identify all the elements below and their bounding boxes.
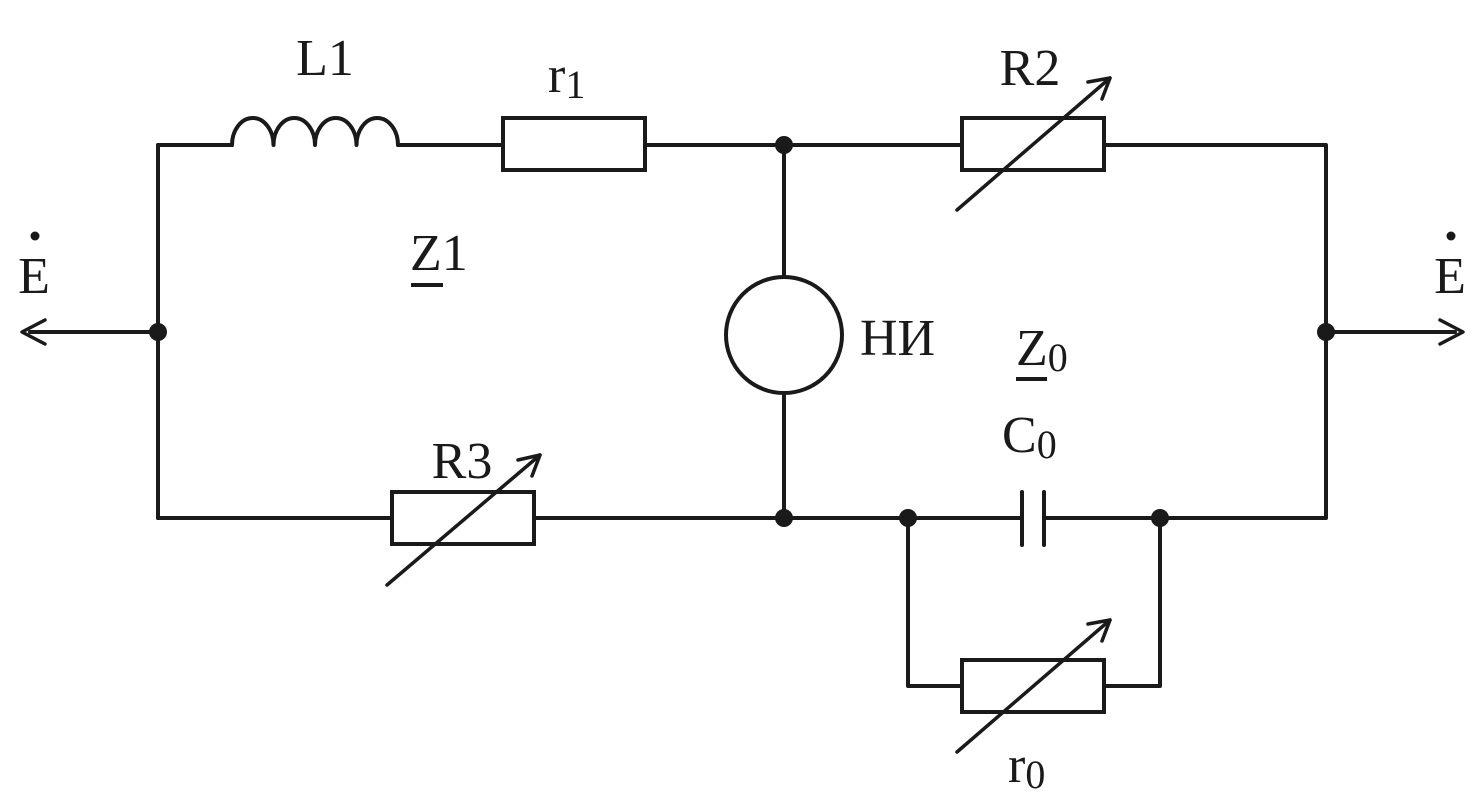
label-C0: C0: [1002, 407, 1057, 467]
label-R2: R2: [1000, 40, 1061, 97]
label-R3: R3: [432, 433, 493, 490]
label-E-right: E: [1434, 248, 1466, 305]
wires: [28, 143, 1457, 688]
dot-E-left: [30, 231, 40, 241]
label-L1: L1: [296, 30, 354, 87]
variable-arrow-R2: [955, 76, 1112, 212]
node-bottom-center: [775, 509, 793, 527]
label-null-indicator: НИ: [860, 310, 935, 367]
node-r0-left: [899, 509, 917, 527]
node-top-center: [775, 136, 793, 154]
label-Z0: Z0: [1016, 320, 1068, 380]
label-r0: r0: [1008, 737, 1045, 797]
node-r0-right: [1151, 509, 1169, 527]
arrowhead-E-right: [1438, 318, 1465, 346]
dot-E-right: [1446, 231, 1456, 241]
label-r1: r1: [548, 47, 585, 107]
arrowhead-E-left: [20, 318, 47, 346]
node-left: [149, 323, 167, 341]
null-indicator: [724, 275, 844, 395]
variable-arrow-R3: [385, 453, 542, 587]
wire-R2-to-right: [1102, 143, 1328, 520]
node-right: [1317, 323, 1335, 341]
inductor-L1: [230, 116, 400, 147]
resistor-r1: [501, 116, 647, 172]
wire-r0-loop: [906, 516, 1162, 688]
label-Z1: Z1: [410, 225, 468, 282]
variable-arrow-r0: [955, 618, 1112, 754]
capacitor-C0: [1020, 490, 1046, 547]
resistor-R3: [390, 490, 536, 546]
label-E-left: E: [18, 248, 50, 305]
